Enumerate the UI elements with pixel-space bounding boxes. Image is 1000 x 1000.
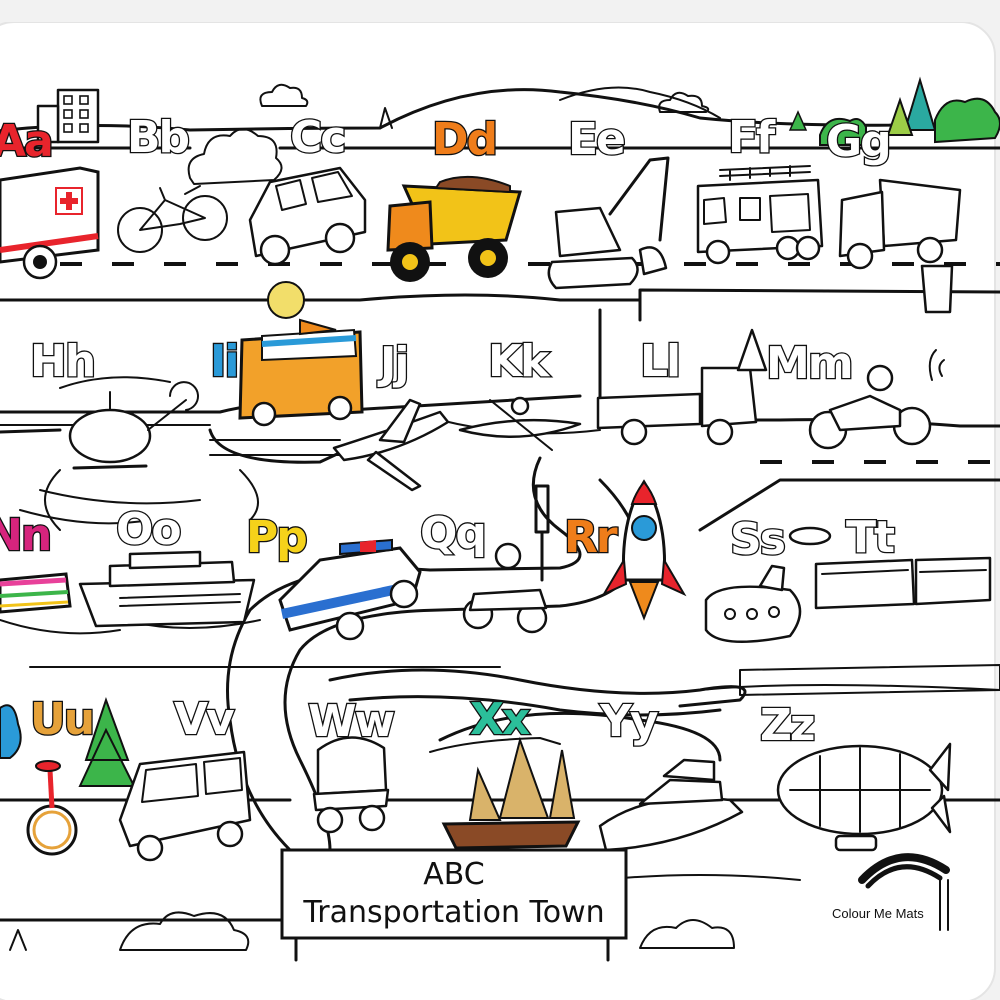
brand-logo: Colour Me Mats: [832, 853, 950, 931]
letter-t: Tt: [846, 512, 895, 563]
title-line-1: ABC: [423, 857, 485, 892]
letter-k: Kk: [488, 336, 551, 387]
buildings-icon: [36, 88, 100, 144]
lorry-icon: [596, 328, 768, 446]
van-icon: [118, 750, 252, 862]
letter-z: Zz: [760, 700, 814, 751]
ocean-liner-icon: [78, 550, 256, 628]
excavator-icon: [547, 156, 670, 290]
letter-v: Vv: [174, 694, 235, 745]
letter-f: Ff: [728, 112, 776, 163]
ambulance-icon: [0, 166, 100, 280]
forest-icon: [788, 76, 1000, 146]
unicycle-icon: [0, 696, 136, 856]
letter-u: Uu: [30, 694, 93, 745]
brand-name: Colour Me Mats: [832, 906, 924, 921]
road-1: [0, 146, 1000, 302]
letter-i: Ii: [210, 336, 237, 387]
wagon-icon: [312, 736, 390, 834]
letter-m: Mm: [766, 338, 852, 389]
garbage-truck-icon: [838, 178, 962, 314]
dump-truck-icon: [386, 175, 522, 282]
bush-icon: [187, 128, 283, 185]
letter-h: Hh: [30, 336, 94, 387]
bicycle-icon: [117, 185, 228, 253]
letter-d: Dd: [432, 114, 496, 165]
kayak-icon: [458, 396, 582, 451]
submarine-icon: [704, 526, 832, 644]
letter-x: Xx: [470, 694, 530, 745]
letter-r: Rr: [564, 512, 618, 563]
fire-truck-icon: [696, 165, 824, 265]
jet-icon: [332, 398, 450, 492]
zeppelin-icon: [776, 742, 952, 852]
alphabet-letters: Aa Bb Cc Dd Ee Ff Gg Hh Ii Jj Kk Ll Mm N…: [0, 111, 898, 753]
helicopter-icon: [59, 376, 199, 470]
quad-bike-icon: [462, 484, 550, 634]
colouring-mat: Aa Bb Cc Dd Ee Ff Gg Hh Ii Jj Kk Ll Mm N…: [0, 22, 1000, 1000]
letter-s: Ss: [730, 514, 785, 565]
letter-p: Pp: [246, 512, 306, 563]
letter-j: Jj: [377, 338, 407, 389]
car-icon: [248, 166, 367, 266]
ferry-icon: [0, 572, 72, 614]
background-hills: [0, 86, 1000, 133]
rocket-icon: [601, 479, 687, 621]
letter-e: Ee: [568, 114, 624, 165]
letter-l: Ll: [640, 336, 679, 387]
letter-n: Nn: [0, 510, 50, 561]
police-car-icon: [278, 538, 422, 641]
letter-w: Ww: [308, 696, 395, 747]
title-line-2: Transportation Town: [302, 895, 604, 930]
cloud-icon: [259, 83, 710, 113]
title-sign: ABC Transportation Town: [280, 848, 628, 962]
letter-q: Qq: [420, 508, 485, 559]
motorbike-icon: [808, 349, 945, 450]
yacht-icon: [598, 758, 744, 852]
letter-c: Cc: [290, 112, 344, 163]
letter-a: Aa: [0, 116, 52, 167]
train-icon: [814, 556, 992, 610]
sailing-ship-icon: [429, 736, 581, 850]
ice-cream-truck-icon: [238, 281, 364, 427]
letter-y: Yy: [599, 696, 658, 747]
letter-o: Oo: [116, 504, 180, 555]
letter-b: Bb: [127, 112, 189, 163]
letter-g: Gg: [826, 116, 890, 167]
